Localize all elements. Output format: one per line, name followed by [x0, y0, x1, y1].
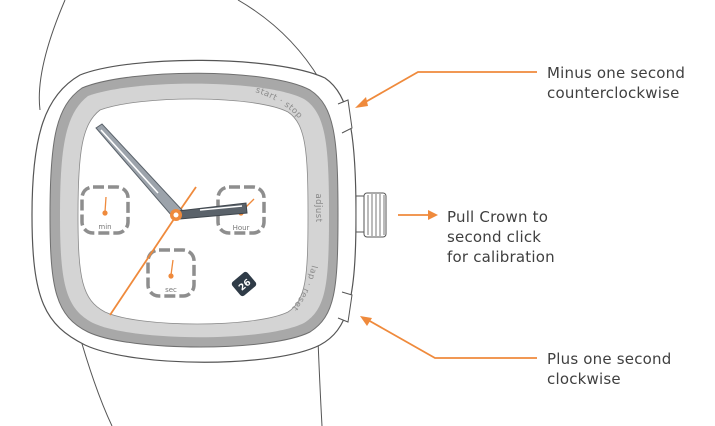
second-hand — [109, 215, 177, 316]
subdial-min: min — [80, 185, 130, 235]
callout-plus-line1: Plus one second — [547, 350, 672, 368]
callout-arrow-crown — [398, 210, 438, 220]
hour-hand-lume — [199, 205, 243, 211]
crown[interactable] — [355, 192, 387, 238]
subdial-min-label: min — [98, 223, 111, 231]
minute-hand — [95, 123, 183, 217]
callout-minus-one-second: Minus one second counterclockwise — [547, 63, 685, 103]
minute-hand-lume — [100, 129, 159, 194]
bezel-label-adjust: adjust — [313, 193, 323, 222]
callout-crown-line2: second click — [447, 228, 542, 246]
callout-pull-crown: Pull Crown to second click for calibrati… — [447, 207, 555, 267]
callout-minus-line1: Minus one second — [547, 64, 686, 82]
subdial-sec-label: sec — [165, 286, 177, 294]
callout-arrow-minus — [355, 71, 537, 108]
callout-crown-line3: for calibration — [447, 248, 555, 266]
strap-top-right-edge — [237, 0, 321, 81]
subdial-sec: sec — [146, 248, 196, 298]
callout-arrow-plus — [360, 316, 537, 359]
pusher-top[interactable] — [337, 99, 353, 134]
subdial-hour-label: Hour — [233, 224, 250, 232]
date-window: 26 — [231, 271, 257, 297]
strap-bottom-right-edge — [317, 339, 323, 426]
callout-crown-line1: Pull Crown to — [447, 208, 549, 226]
callout-minus-line2: counterclockwise — [547, 84, 680, 102]
callout-plus-one-second: Plus one second clockwise — [547, 349, 671, 389]
callout-plus-line2: clockwise — [547, 370, 621, 388]
center-pin-cap — [173, 212, 179, 218]
strap-top-left-edge — [38, 0, 66, 111]
pusher-bottom[interactable] — [337, 291, 353, 323]
